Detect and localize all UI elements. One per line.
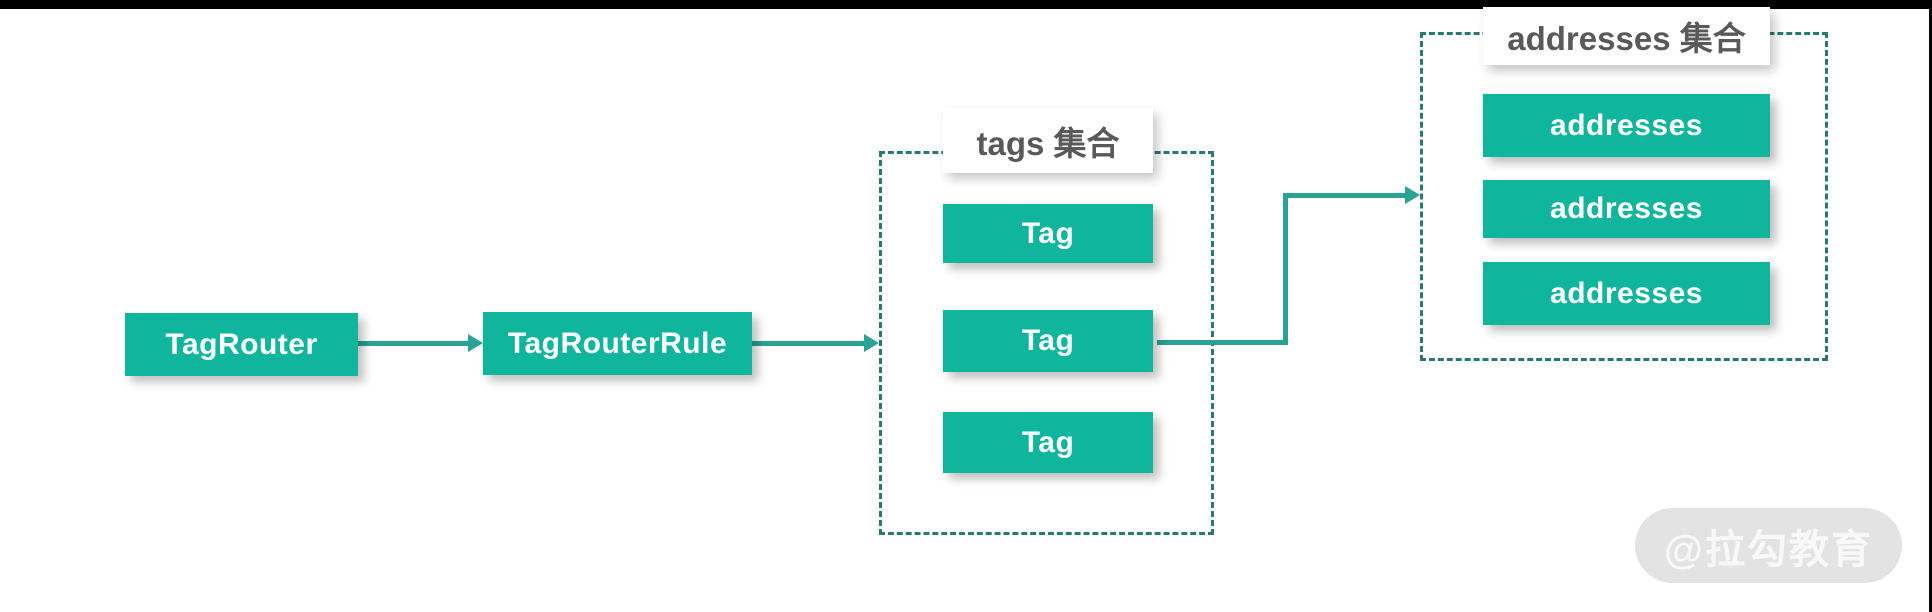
arrow-tagrouterrule-to-tags	[752, 341, 865, 346]
addresses-node: addresses	[1483, 262, 1770, 325]
addresses-node: addresses	[1483, 94, 1770, 157]
tag-node: Tag	[943, 310, 1153, 372]
arrowhead-tagrouterrule-to-tags	[864, 334, 879, 352]
arrowhead-tagrouter-to-tagrouterrule	[468, 334, 483, 352]
addresses-group-label: addresses 集合	[1483, 7, 1770, 65]
tags-group-label: tags 集合	[943, 108, 1153, 173]
addresses-node: addresses	[1483, 180, 1770, 238]
arrow-tag-to-addresses-segment-1	[1157, 340, 1288, 345]
arrow-tag-to-addresses-segment-2	[1283, 193, 1288, 345]
arrow-tag-to-addresses-segment-3	[1283, 193, 1406, 198]
tagrouterrule-node: TagRouterRule	[483, 312, 752, 375]
arrow-tagrouter-to-tagrouterrule	[358, 341, 470, 346]
watermark: @拉勾教育	[1635, 508, 1902, 583]
tag-node: Tag	[943, 412, 1153, 473]
letterbox-right-bar	[1929, 0, 1932, 612]
letterbox-top-bar	[0, 0, 1932, 9]
arrowhead-tag-to-addresses	[1405, 186, 1420, 204]
tag-node: Tag	[943, 204, 1153, 263]
tagrouter-node: TagRouter	[125, 313, 358, 376]
